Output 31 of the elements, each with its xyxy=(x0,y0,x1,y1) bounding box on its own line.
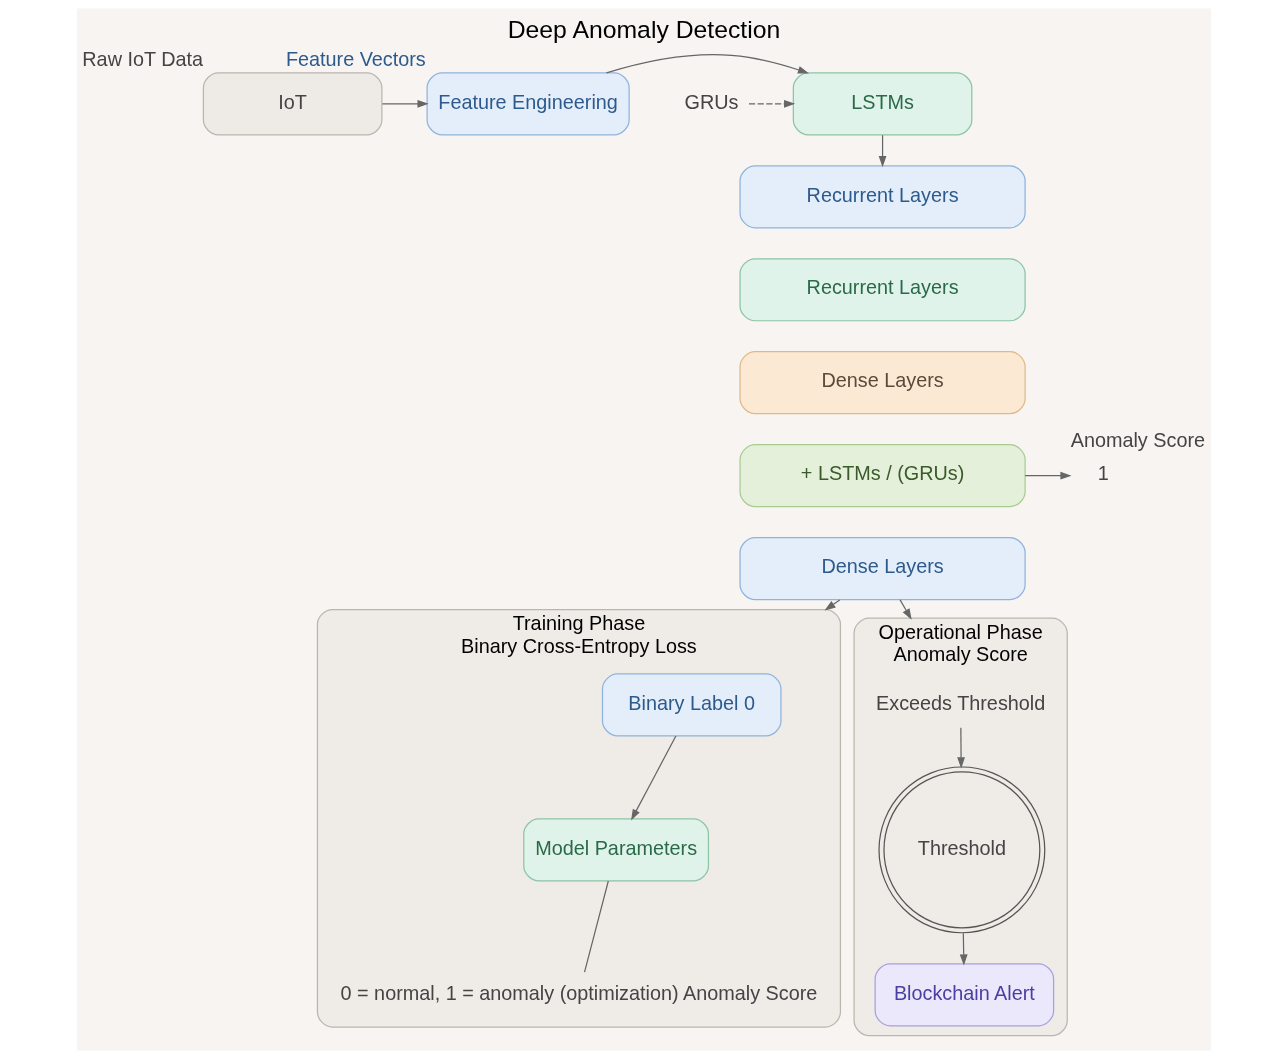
node-text: 1 xyxy=(1097,462,1109,485)
connector xyxy=(583,880,609,973)
arrow xyxy=(1024,471,1072,480)
arrow xyxy=(381,99,429,108)
diagram-title: Deep Anomaly Detection xyxy=(507,16,781,44)
node-label: Raw IoT Data xyxy=(82,48,204,71)
node-label: Anomaly Score xyxy=(1070,428,1206,451)
arrow xyxy=(631,735,677,821)
arrow xyxy=(878,134,887,168)
node-box: Blockchain Alert xyxy=(874,963,1055,1027)
arrow xyxy=(605,53,810,74)
arrow xyxy=(899,599,912,620)
node-box: Dense Layers xyxy=(739,351,1026,415)
node-box: Binary Label 0 xyxy=(601,673,782,737)
node-box: IoT xyxy=(202,72,383,136)
node-box: Model Parameters xyxy=(523,818,710,882)
node-box: Recurrent Layers xyxy=(739,165,1026,229)
node-text: GRUs xyxy=(684,90,739,113)
arrow xyxy=(959,932,968,966)
node-box: Recurrent Layers xyxy=(739,258,1026,322)
arrow xyxy=(957,727,965,769)
node-text: Exceeds Threshold xyxy=(876,691,1046,714)
arrow xyxy=(824,599,841,611)
arrow xyxy=(748,99,796,108)
node-label: Feature Vectors xyxy=(285,48,426,71)
node-box: Dense Layers xyxy=(739,537,1026,601)
node-circle: Threshold xyxy=(878,766,1046,934)
node-box: LSTMs xyxy=(792,72,973,136)
node-text: 0 = normal, 1 = anomaly (optimization) Anomaly Score xyxy=(340,981,818,1004)
node-box: Feature Engineering xyxy=(426,72,630,136)
node-box: + LSTMs / (GRUs) xyxy=(739,444,1026,508)
